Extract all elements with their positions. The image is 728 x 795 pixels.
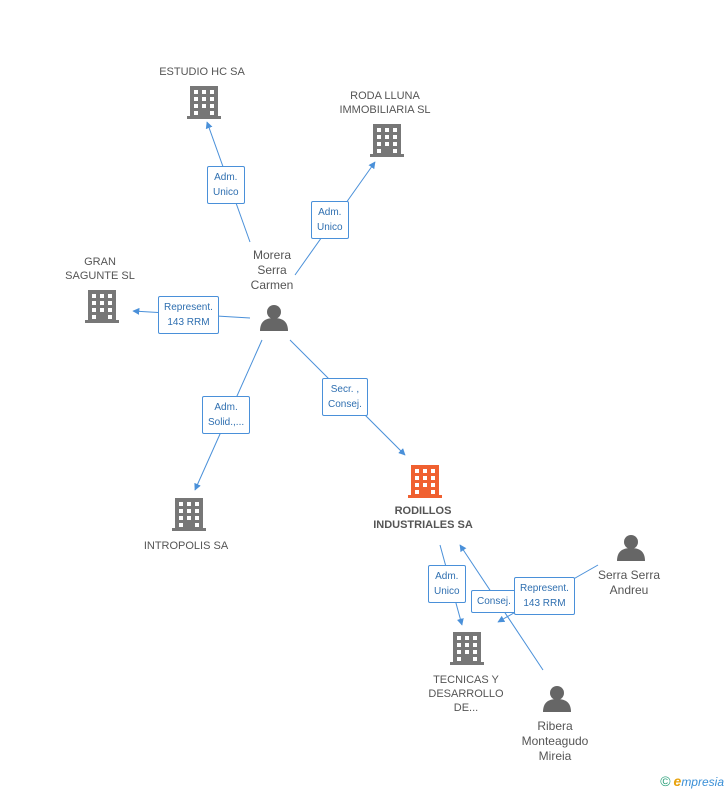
relation-box-intropolis[interactable]: Adm. Solid.,... bbox=[202, 396, 251, 434]
building-icon-estudio[interactable] bbox=[187, 86, 221, 119]
person-label-morera[interactable]: Morera Serra Carmen bbox=[250, 248, 294, 292]
relation-box-tec-rod[interactable]: Adm. Unico bbox=[428, 565, 466, 603]
relation-box-estudio[interactable]: Adm. Unico bbox=[207, 166, 245, 204]
relation-box-gran[interactable]: Represent. 143 RRM bbox=[158, 296, 219, 334]
relation-box-serra-tec[interactable]: Represent. 143 RRM bbox=[514, 577, 575, 615]
person-label-ribera[interactable]: Ribera Monteagudo Mireia bbox=[521, 719, 589, 763]
brand-footer[interactable]: ©empresia bbox=[660, 773, 724, 789]
company-label-rodillos[interactable]: RODILLOS INDUSTRIALES SA bbox=[373, 505, 473, 531]
company-label-estudio[interactable]: ESTUDIO HC SA bbox=[159, 66, 245, 78]
building-icon-gran[interactable] bbox=[85, 290, 119, 323]
company-label-gran[interactable]: GRAN SAGUNTE SL bbox=[65, 256, 135, 282]
relation-box-rodillos[interactable]: Secr. , Consej. bbox=[322, 378, 368, 416]
person-label-serra[interactable]: Serra Serra Andreu bbox=[597, 568, 661, 597]
copyright-icon: © bbox=[660, 773, 671, 789]
company-label-intropolis[interactable]: INTROPOLIS SA bbox=[143, 540, 229, 552]
relation-box-roda[interactable]: Adm. Unico bbox=[311, 201, 349, 239]
building-icon-intropolis[interactable] bbox=[172, 498, 206, 531]
person-icon-morera[interactable] bbox=[260, 305, 288, 331]
person-icon-ribera[interactable] bbox=[543, 686, 571, 712]
building-icon-tecnicas[interactable] bbox=[450, 632, 484, 665]
relation-box-ribera-rod[interactable]: Consej. bbox=[471, 590, 517, 613]
company-label-roda[interactable]: RODA LLUNA IMMOBILIARIA SL bbox=[339, 90, 431, 116]
building-icon-rodillos[interactable] bbox=[408, 465, 442, 498]
company-label-tecnicas[interactable]: TECNICAS Y DESARROLLO DE... bbox=[428, 674, 504, 714]
building-icon-roda[interactable] bbox=[370, 124, 404, 157]
person-icon-serra[interactable] bbox=[617, 535, 645, 561]
